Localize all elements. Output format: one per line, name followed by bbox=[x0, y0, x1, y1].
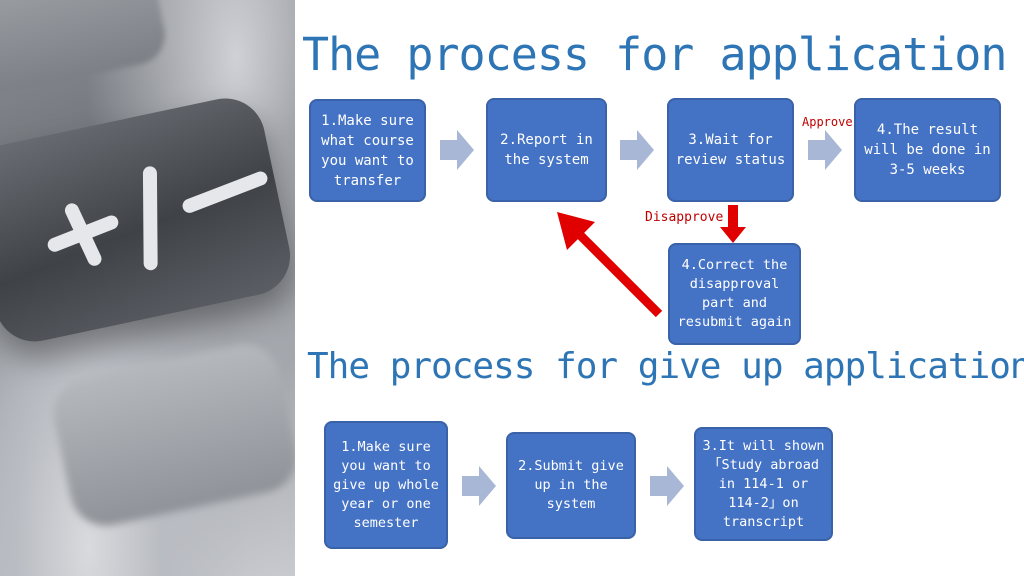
approve-label: Approve bbox=[802, 115, 853, 129]
correction-step-box: 4.Correct the disapproval part and resub… bbox=[668, 243, 801, 345]
plus-minus-key-glyph bbox=[47, 166, 268, 271]
give-up-step-1-box: 1.Make sure you want to give up whole ye… bbox=[324, 421, 448, 549]
arrow-right-icon bbox=[440, 130, 474, 170]
application-process-title: The process for application bbox=[302, 28, 1007, 81]
application-step-3-box: 3.Wait for review status bbox=[667, 98, 794, 202]
disapprove-label: Disapprove bbox=[645, 210, 724, 225]
calculator-key-photo bbox=[0, 0, 295, 576]
application-step-2-box: 2.Report in the system bbox=[486, 98, 607, 202]
disapprove-arrow-down-icon bbox=[720, 205, 746, 243]
application-step-4-box: 4.The result will be done in 3-5 weeks bbox=[854, 98, 1001, 202]
give-up-step-3-box: 3.It will shown「Study abroad in 114-1 or… bbox=[694, 427, 833, 541]
arrow-right-icon bbox=[462, 466, 496, 506]
arrow-right-icon bbox=[620, 130, 654, 170]
arrow-right-icon bbox=[650, 466, 684, 506]
application-step-1-box: 1.Make sure what course you want to tran… bbox=[309, 99, 426, 202]
resubmit-arrow-diagonal-icon bbox=[557, 212, 663, 318]
approve-arrow-right-icon bbox=[808, 130, 842, 170]
give-up-process-title: The process for give up application bbox=[307, 346, 1024, 387]
give-up-step-2-box: 2.Submit give up in the system bbox=[506, 432, 636, 539]
